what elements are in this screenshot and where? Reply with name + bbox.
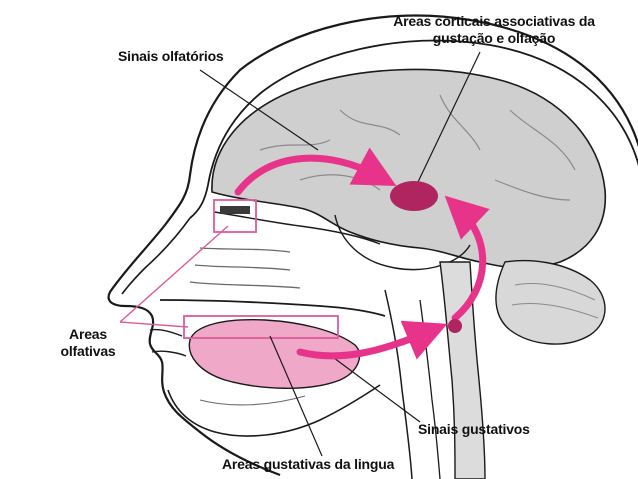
leader-areas-gustativas [269, 335, 323, 457]
olfactory-pathway-arrow [234, 147, 397, 196]
label-cortical-areas-line1: Areas corticais associativas da [393, 13, 595, 29]
cortical-association-node [390, 181, 438, 211]
label-cortical-areas: Areas corticais associativas da gustação… [362, 13, 626, 47]
label-areas-olfativas-line1: Areas [69, 326, 107, 342]
label-sinais-olfatorios: Sinais olfatórios [118, 48, 224, 64]
nasal-cavity [121, 217, 191, 295]
leader-sinais-gustativos [329, 354, 421, 423]
label-sinais-gustativos: Sinais gustativos [418, 421, 530, 437]
label-areas-olfativas-line2: olfativas [60, 343, 116, 359]
skull-outline [189, 39, 638, 219]
brainstem-relay-node [448, 319, 462, 333]
olfactory-area-box [213, 199, 257, 233]
gustatory-pathway-arrow-lower [296, 320, 448, 360]
tongue [188, 318, 361, 389]
olfactory-bulb [220, 206, 250, 214]
head-outline [107, 14, 638, 477]
gustatory-pathway-arrow-upper [444, 195, 490, 322]
cerebellum [495, 259, 606, 345]
mandible [167, 384, 381, 437]
lips [149, 328, 187, 357]
temporal-lobe [334, 214, 471, 271]
label-cortical-areas-line2: gustação e olfação [432, 30, 556, 46]
leader-cortical-areas [417, 51, 481, 183]
hard-palate [159, 299, 386, 317]
leader-areas-olfativas-2 [119, 321, 189, 328]
pharynx [384, 289, 413, 479]
leader-areas-olfativas [119, 225, 229, 323]
leader-sinais-olfatorios [199, 69, 319, 151]
label-areas-gustativas-lingua: Areas gustativas da lingua [222, 456, 395, 472]
label-areas-olfativas: Areas olfativas [48, 326, 128, 360]
